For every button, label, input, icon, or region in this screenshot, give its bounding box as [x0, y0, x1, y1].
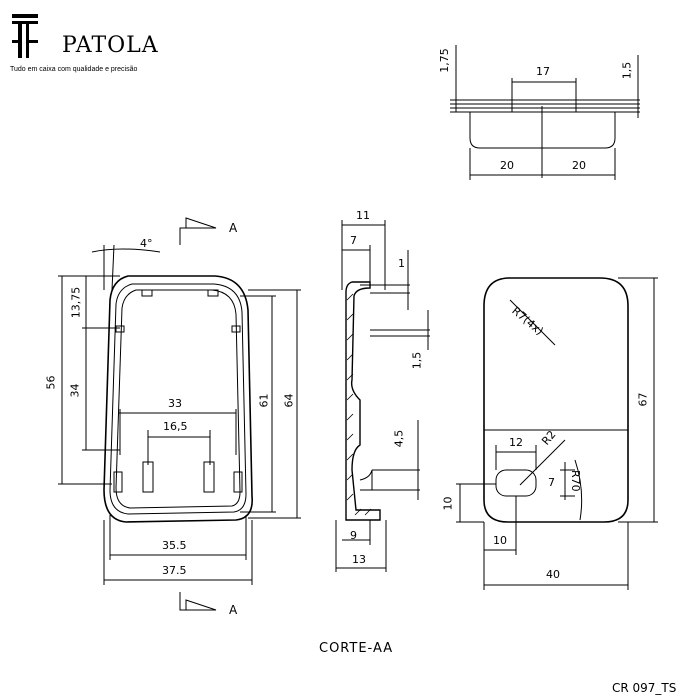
dim-height-64: 64 [282, 393, 296, 408]
section-caption: CORTE-AA [319, 641, 394, 656]
dim-half-right: 20 [572, 159, 586, 172]
dim-inner-width: 33 [168, 397, 182, 410]
dim-width-9: 9 [350, 529, 357, 542]
dim-tab-width: 17 [536, 65, 550, 78]
dim-4-5: 4,5 [392, 429, 406, 448]
dim-width-7: 7 [350, 234, 357, 247]
dim-1-5: 1,5 [410, 351, 424, 370]
dim-width-35: 35.5 [162, 539, 187, 552]
angle-label: 4° [140, 237, 153, 250]
section-marker-bottom: A [229, 603, 238, 617]
dim-1: 1 [398, 257, 405, 270]
dim-thickness-right: 1,5 [620, 61, 634, 80]
dim-half-left: 20 [500, 159, 514, 172]
drawing-code: CR 097_TS [612, 681, 677, 695]
back-view [456, 277, 658, 590]
dim-total-width: 40 [546, 568, 560, 581]
dim-width-13: 13 [352, 553, 366, 566]
dim-height-61: 61 [257, 393, 271, 408]
dim-window-height: 7 [548, 476, 555, 489]
section-marker-top: A [229, 221, 238, 235]
dim-thickness-left: 1,75 [437, 48, 451, 73]
dim-width-11: 11 [356, 209, 370, 222]
patola-logo-icon [12, 14, 38, 58]
dim-top-depth: 13,75 [69, 286, 83, 319]
dim-height-67: 67 [636, 392, 650, 407]
brand-name: PATOLA [62, 33, 159, 58]
dim-width-37: 37.5 [162, 564, 187, 577]
dim-radius-large: R70 [569, 470, 582, 492]
front-view [58, 217, 301, 611]
dim-inner-height: 34 [68, 383, 82, 398]
brand-tagline: Tudo em caixa com qualidade e precisão [10, 66, 138, 73]
dim-window-width: 12 [509, 436, 523, 449]
dim-offset-vertical: 10 [441, 496, 455, 511]
dim-offset-horizontal: 10 [493, 534, 507, 547]
dim-slot-spacing: 16,5 [163, 420, 188, 433]
dim-outer-height: 56 [44, 375, 58, 390]
section-view [335, 220, 430, 572]
top-view [450, 45, 640, 180]
